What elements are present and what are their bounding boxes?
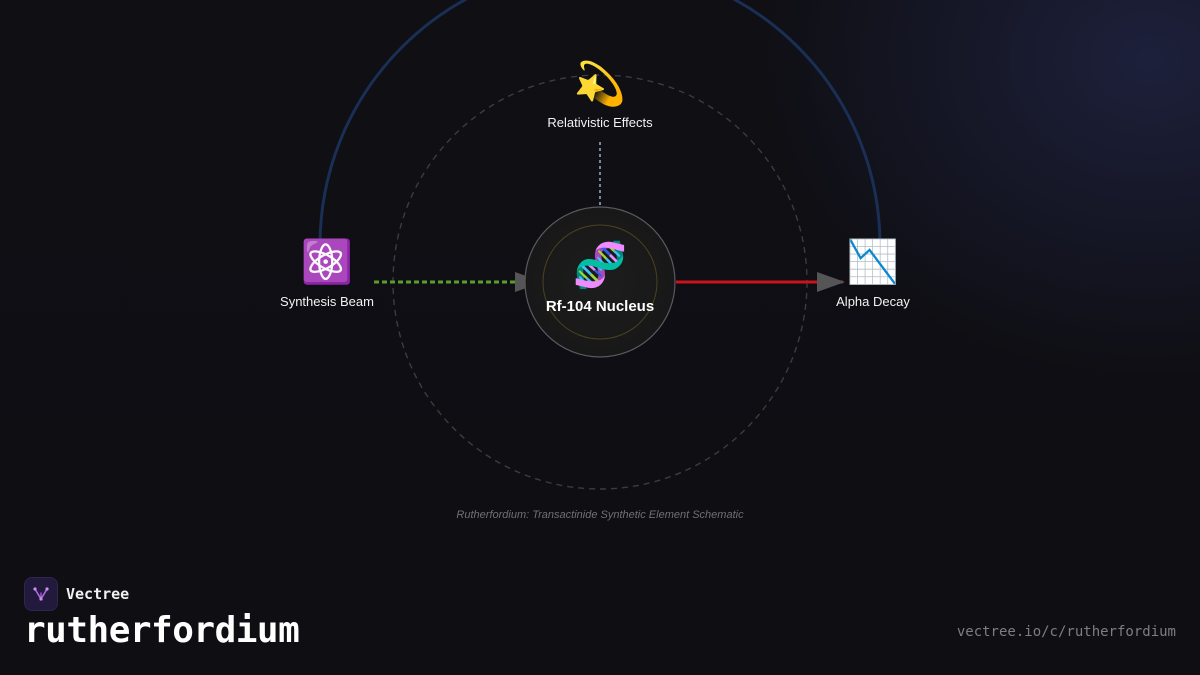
hub-node[interactable]: 🧬 Rf-104 Nucleus bbox=[524, 206, 676, 358]
page-title: rutherfordium bbox=[24, 610, 300, 651]
node-label-relativistic-effects: Relativistic Effects bbox=[547, 115, 653, 130]
hub-label: Rf-104 Nucleus bbox=[546, 298, 654, 315]
hub-outer-ring bbox=[524, 206, 676, 358]
node-label-synthesis-beam: Synthesis Beam bbox=[280, 294, 374, 309]
dna-icon: 🧬 bbox=[573, 238, 628, 291]
page-url-link[interactable]: vectree.io/c/rutherfordium bbox=[956, 624, 1176, 640]
brand-name: Vectree bbox=[66, 585, 130, 603]
outer-orbit-arc bbox=[318, 0, 882, 246]
node-label-alpha-decay: Alpha Decay bbox=[836, 294, 910, 309]
node-alpha-decay[interactable]: 📉 Alpha Decay bbox=[836, 237, 910, 309]
node-synthesis-beam[interactable]: ⚛️ Synthesis Beam bbox=[280, 237, 374, 309]
atom-icon: ⚛️ bbox=[301, 237, 353, 286]
vectree-logo-icon bbox=[24, 577, 58, 611]
hub-inner-ring bbox=[542, 224, 658, 340]
node-relativistic-effects[interactable]: 💫 Relativistic Effects bbox=[547, 59, 653, 130]
brand-block[interactable]: Vectree bbox=[24, 577, 129, 611]
diagram-caption: Rutherfordium: Transactinide Synthetic E… bbox=[456, 509, 744, 521]
chart-decreasing-icon: 📉 bbox=[847, 237, 899, 286]
dizzy-star-icon: 💫 bbox=[574, 59, 626, 110]
